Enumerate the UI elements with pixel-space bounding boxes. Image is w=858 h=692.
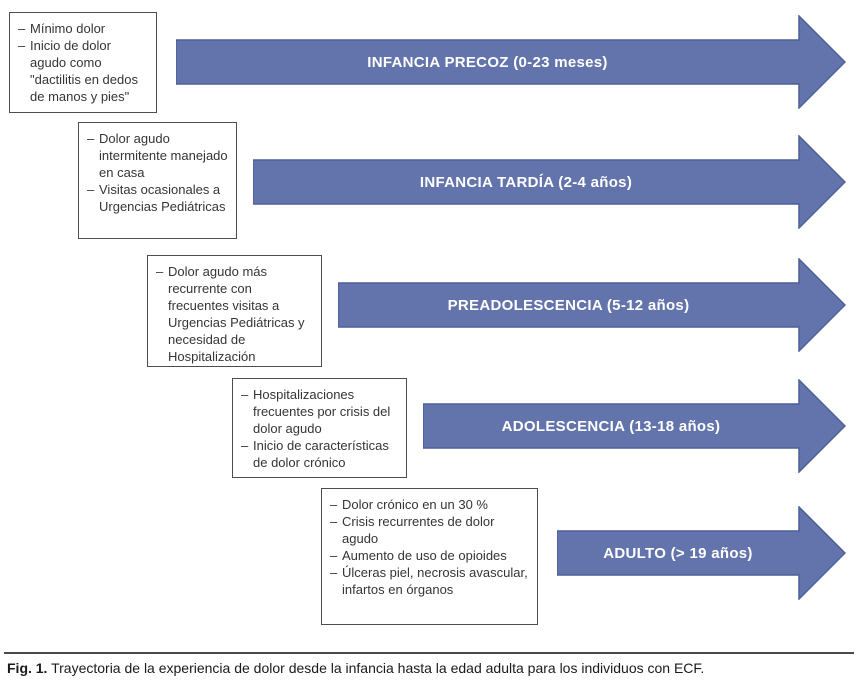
arrow-infancia-precoz: INFANCIA PRECOZ (0-23 meses) xyxy=(176,15,846,109)
note-bullet: – Aumento de uso de opioides xyxy=(330,547,531,564)
bullet-text: Hospitalizaciones frecuentes por crisis … xyxy=(253,387,391,436)
figure-caption: Fig. 1. Trayectoria de la experiencia de… xyxy=(7,660,851,677)
bullet-text: Mínimo dolor xyxy=(30,21,106,36)
bullet-dash: – xyxy=(241,387,249,402)
note-bullet: – Hospitalizaciones frecuentes por crisi… xyxy=(241,386,400,437)
bullet-text: Visitas ocasionales a Urgencias Pediátri… xyxy=(99,182,226,214)
note-box-preadolescencia: – Dolor agudo más recurrente con frecuen… xyxy=(147,255,322,367)
bullet-dash: – xyxy=(87,131,95,146)
arrow-label-adulto: ADULTO (> 19 años) xyxy=(603,544,753,562)
arrow-preadolescencia: PREADOLESCENCIA (5-12 años) xyxy=(338,258,846,352)
arrow-shape xyxy=(557,506,846,600)
bullet-dash: – xyxy=(330,497,338,512)
note-bullet: – Inicio de dolor agudo como "dactilitis… xyxy=(18,37,150,105)
arrow-adulto: ADULTO (> 19 años) xyxy=(557,506,846,600)
bullet-dash: – xyxy=(330,565,338,580)
arrow-shape xyxy=(338,258,846,352)
bullet-text: Inicio de características de dolor cróni… xyxy=(253,438,389,470)
bullet-dash: – xyxy=(87,182,95,197)
bullet-dash: – xyxy=(241,438,249,453)
note-box-infancia-precoz: – Mínimo dolor – Inicio de dolor agudo c… xyxy=(9,12,157,113)
note-bullet: – Crisis recurrentes de dolor agudo xyxy=(330,513,531,547)
note-box-adolescencia: – Hospitalizaciones frecuentes por crisi… xyxy=(232,378,407,478)
bullet-dash: – xyxy=(330,514,338,529)
bullet-dash: – xyxy=(18,21,26,36)
note-bullet: – Úlceras piel, necrosis avascular, infa… xyxy=(330,564,531,598)
caption-divider xyxy=(4,652,854,654)
bullet-text: Dolor agudo intermitente manejado en cas… xyxy=(99,131,228,180)
bullet-dash: – xyxy=(156,264,164,279)
bullet-dash: – xyxy=(18,38,26,53)
caption-label: Fig. 1. xyxy=(7,660,48,676)
note-bullet: – Mínimo dolor xyxy=(18,20,150,37)
note-box-adulto: – Dolor crónico en un 30 % – Crisis recu… xyxy=(321,488,538,625)
arrow-adolescencia: ADOLESCENCIA (13-18 años) xyxy=(423,379,846,473)
arrow-shape xyxy=(423,379,846,473)
note-bullet: – Dolor agudo más recurrente con frecuen… xyxy=(156,263,315,365)
note-bullet: – Inicio de características de dolor cró… xyxy=(241,437,400,471)
arrow-label-preadolescencia: PREADOLESCENCIA (5-12 años) xyxy=(447,296,690,314)
bullet-text: Dolor agudo más recurrente con frecuente… xyxy=(168,264,305,364)
note-bullet: – Dolor agudo intermitente manejado en c… xyxy=(87,130,230,181)
arrow-infancia-tardia: INFANCIA TARDÍA (2-4 años) xyxy=(253,135,846,229)
note-bullet: – Visitas ocasionales a Urgencias Pediát… xyxy=(87,181,230,215)
bullet-text: Inicio de dolor agudo como "dactilitis e… xyxy=(30,38,138,104)
bullet-text: Aumento de uso de opioides xyxy=(342,548,507,563)
bullet-text: Úlceras piel, necrosis avascular, infart… xyxy=(342,565,528,597)
arrow-shape xyxy=(253,135,846,229)
caption-text: Trayectoria de la experiencia de dolor d… xyxy=(51,660,705,676)
note-bullet: – Dolor crónico en un 30 % xyxy=(330,496,531,513)
bullet-dash: – xyxy=(330,548,338,563)
arrow-label-infancia-tardia: INFANCIA TARDÍA (2-4 años) xyxy=(419,173,633,191)
arrow-label-infancia-precoz: INFANCIA PRECOZ (0-23 meses) xyxy=(367,53,608,71)
bullet-text: Crisis recurrentes de dolor agudo xyxy=(342,514,495,546)
bullet-text: Dolor crónico en un 30 % xyxy=(342,497,488,512)
arrow-label-adolescencia: ADOLESCENCIA (13-18 años) xyxy=(501,417,721,435)
arrow-shape xyxy=(176,15,846,109)
note-box-infancia-tardia: – Dolor agudo intermitente manejado en c… xyxy=(78,122,237,239)
